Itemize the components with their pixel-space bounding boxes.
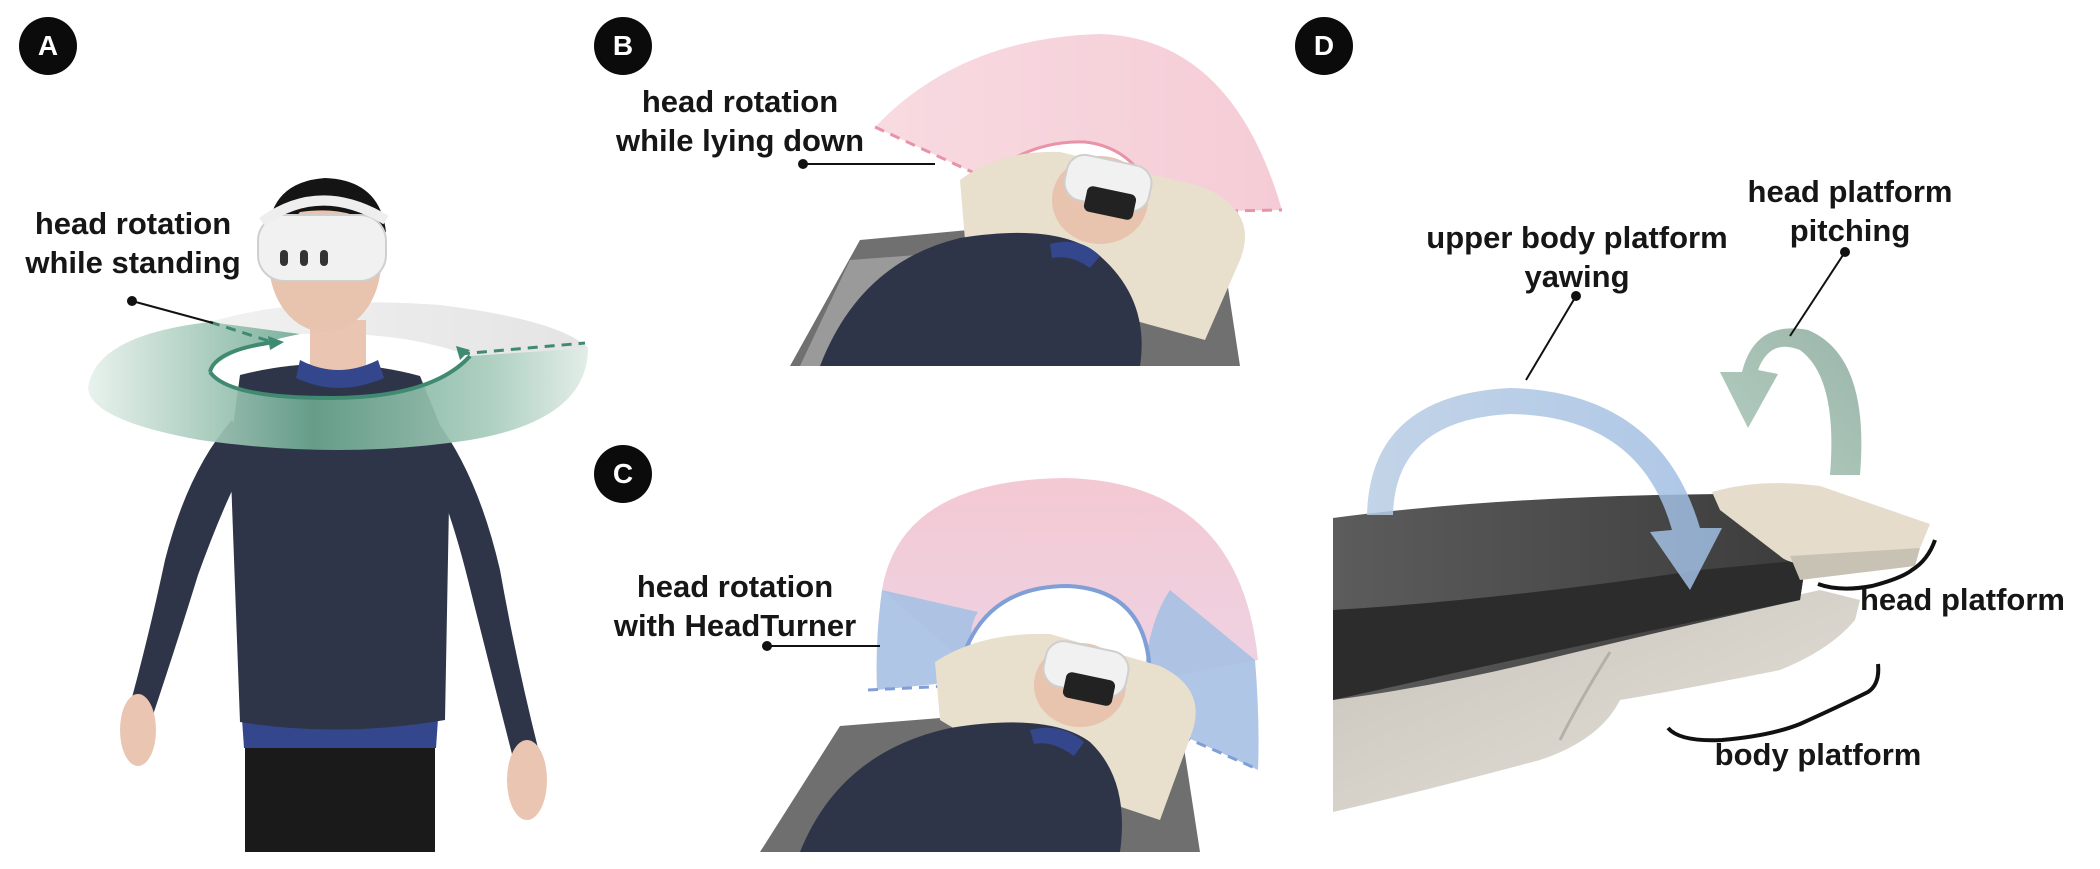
panel-badge-d: D: [1295, 17, 1353, 75]
vr-headset-icon: [1063, 153, 1153, 220]
pillow-icon: [935, 633, 1196, 820]
lying-rotation-arc: [875, 34, 1282, 212]
label-head-rotation-headturner: head rotation with HeadTurner: [600, 567, 870, 645]
pitch-arrow: [1720, 328, 1862, 475]
label-line: yawing: [1524, 259, 1630, 294]
label-line: upper body platform: [1426, 220, 1728, 255]
panel-badge-c: C: [594, 445, 652, 503]
head-platform: [1712, 483, 1930, 566]
label-body-platform: body platform: [1714, 737, 1922, 772]
pillow-icon: [960, 151, 1245, 340]
label-head-platform-pitching: head platform pitching: [1740, 172, 1960, 250]
shirt: [230, 363, 450, 730]
standing-rotation-ring: [88, 322, 588, 450]
body-platform-brace: [1666, 663, 1881, 743]
panel-a-illustration: [88, 178, 588, 852]
label-line: head rotation: [636, 569, 834, 604]
label-upper-body-yawing: upper body platform yawing: [1412, 218, 1742, 296]
label-line: head platform: [1747, 174, 1953, 209]
label-line: pitching: [1789, 213, 1911, 248]
panel-b-illustration: [790, 34, 1283, 366]
vr-headset-icon: [1042, 640, 1130, 706]
label-line: head rotation: [641, 84, 839, 119]
label-head-platform: head platform: [1860, 582, 2065, 617]
head-platform-brace: [1817, 539, 1937, 591]
panel-badge-b: B: [594, 17, 652, 75]
label-head-rotation-lying: head rotation while lying down: [610, 82, 870, 160]
body-platform: [1333, 590, 1860, 812]
panel-c-illustration: [760, 478, 1259, 852]
label-line: while standing: [25, 245, 241, 280]
panel-d-illustration: [1333, 247, 1937, 812]
label-line: with HeadTurner: [613, 608, 857, 643]
yaw-arrow: [1367, 388, 1722, 590]
label-line: while lying down: [616, 123, 864, 158]
vr-headset-icon: [257, 195, 389, 282]
panel-badge-a: A: [19, 17, 77, 75]
label-head-rotation-standing: head rotation while standing: [18, 204, 248, 282]
label-line: head rotation: [34, 206, 232, 241]
